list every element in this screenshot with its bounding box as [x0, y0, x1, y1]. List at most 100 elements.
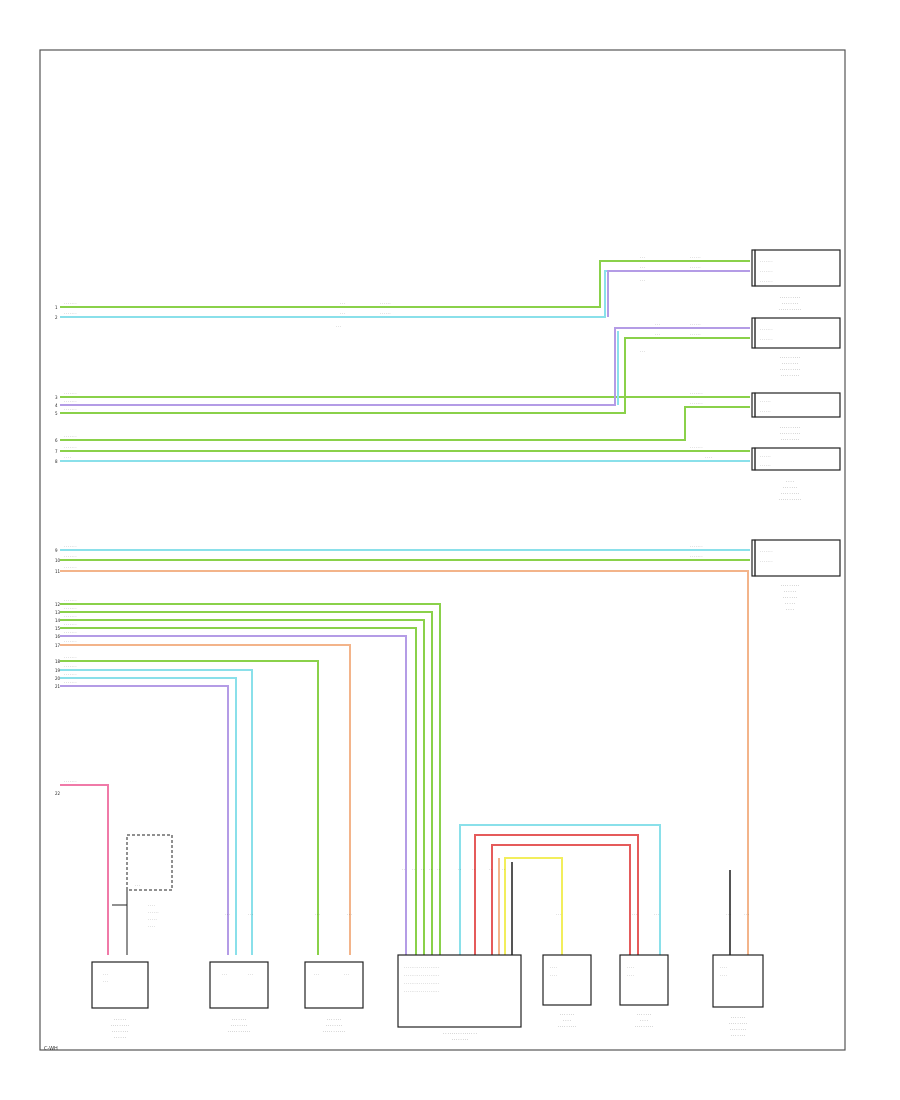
svg-text:. . .: . . .: [726, 912, 731, 916]
svg-text:. . . . . . . . . . . . . . .: . . . . . . . . . . . . . . . . . . .: [404, 965, 439, 969]
svg-text:. . . . . . .: . . . . . . .: [760, 269, 772, 273]
svg-text:. . . . . . . . . . . . . . .: . . . . . . . . . . . . . . . . . . .: [404, 981, 439, 985]
svg-text:2: 2: [55, 315, 58, 320]
svg-text:. . . . . .: . . . . . .: [760, 463, 771, 467]
svg-text:. . . . . . . . .: . . . . . . . . .: [558, 1024, 576, 1028]
svg-text:. . .: . . .: [340, 311, 345, 315]
svg-text:. . . . . . . . . .: . . . . . . . . . .: [780, 431, 800, 435]
svg-text:. . . . . . .: . . . . . . .: [760, 327, 772, 331]
svg-text:. . . . . . . . . .: . . . . . . . . . .: [780, 295, 800, 299]
footer-code: C-WH: [44, 1046, 58, 1052]
svg-text:. . . . . . . . .: . . . . . . . . .: [729, 1021, 747, 1025]
svg-text:13: 13: [55, 610, 61, 615]
svg-text:. . . . . . .: . . . . . . .: [64, 407, 76, 411]
wire-loop-red2: [491, 844, 631, 955]
svg-text:. . . . . . . . .: . . . . . . . . .: [781, 583, 799, 587]
wire-d3: [60, 619, 425, 955]
svg-text:. . . . . . . .: . . . . . . . .: [452, 1037, 468, 1041]
svg-text:. . . . . . . . . .: . . . . . . . . . .: [780, 355, 800, 359]
ground-switch: . . . . . . . . . . . . . . . . . . . . …: [112, 834, 173, 955]
svg-text:3: 3: [55, 395, 58, 400]
svg-text:. . .: . . .: [248, 972, 253, 976]
svg-text:. . . . . . . . .: . . . . . . . . .: [781, 491, 799, 495]
svg-text:. . . . . . .: . . . . . . .: [783, 485, 797, 489]
svg-text:. .: . .: [421, 867, 424, 871]
svg-text:7: 7: [55, 449, 58, 454]
svg-text:. . . . . .: . . . . . .: [380, 301, 391, 305]
svg-text:. . . .: . . . .: [720, 965, 727, 969]
svg-text:. . . . . . .: . . . . . . .: [760, 337, 772, 341]
svg-text:. . . .: . . . .: [640, 1018, 648, 1022]
svg-text:. . .: . . .: [222, 972, 227, 976]
svg-text:19: 19: [55, 668, 61, 673]
svg-text:9: 9: [55, 548, 58, 553]
wire-d1: [60, 603, 441, 955]
svg-text:. . . . . . .: . . . . . . .: [64, 606, 76, 610]
svg-text:. . . . . . .: . . . . . . .: [64, 445, 76, 449]
svg-text:. . . . . . .: . . . . . . .: [690, 445, 702, 449]
svg-text:. . . . . . . .: . . . . . . . .: [782, 301, 798, 305]
svg-text:. . . . .: . . . . .: [785, 601, 795, 605]
svg-text:. . . . . . . . . .: . . . . . . . . . .: [780, 425, 800, 429]
component-rear-sensor-2: . . . .. . . . . . . . . . . . . . . . .…: [619, 954, 669, 1028]
svg-text:. . . . . .: . . . . . .: [690, 322, 701, 326]
wire-d7: [60, 660, 319, 955]
svg-text:18: 18: [55, 659, 61, 664]
wire-a2: [60, 270, 750, 318]
svg-text:. . .: . . .: [640, 278, 645, 282]
svg-text:. . . . . . . . . . .: . . . . . . . . . . .: [779, 497, 802, 501]
wire-d4: [60, 627, 417, 955]
svg-text:. . . . . . .: . . . . . . .: [64, 680, 76, 684]
svg-text:. . .: . . .: [632, 912, 637, 916]
svg-text:. . . . . . .: . . . . . . .: [64, 544, 76, 548]
wire-d5: [60, 635, 407, 955]
svg-text:. . . . . . .: . . . . . . .: [64, 630, 76, 634]
svg-text:. . . . . . .: . . . . . . .: [64, 664, 76, 668]
svg-text:. . . . . . .: . . . . . . .: [64, 311, 76, 315]
svg-text:. . . . . .: . . . . . .: [114, 1017, 126, 1021]
svg-text:. . .: . . .: [135, 883, 140, 887]
svg-text:. . . . . . .: . . . . . . .: [64, 301, 76, 305]
wire-d2: [60, 611, 433, 955]
svg-text:5: 5: [55, 411, 58, 416]
svg-text:. . .: . . .: [315, 912, 320, 916]
svg-text:. . . .: . . . .: [627, 973, 634, 977]
svg-text:. . . .: . . . .: [550, 965, 557, 969]
svg-text:. . . . . . . .: . . . . . . . .: [231, 1023, 247, 1027]
svg-text:. . . . . . .: . . . . . . .: [690, 544, 702, 548]
wire-loop-red1: [474, 834, 639, 955]
sensor-right-rear: . . . . . . . . . . . . . . . . . . . . …: [751, 249, 841, 311]
connector-left-rear: [754, 317, 841, 349]
svg-text:. . . . . . .: . . . . . . .: [64, 622, 76, 626]
svg-text:. . . . . .: . . . . . .: [690, 265, 701, 269]
wire-d8: [60, 669, 253, 955]
svg-text:. . . .: . . . .: [64, 455, 71, 459]
wire-loop-cyan: [459, 824, 661, 955]
sensor-left-side: . . . . . . . . . . . . . . . . . . . . …: [751, 392, 841, 441]
svg-text:. . .: . . .: [640, 265, 645, 269]
svg-text:. . . . . . .: . . . . . . .: [64, 565, 76, 569]
svg-text:. . . . . . . . . . .: . . . . . . . . . . .: [323, 1029, 346, 1033]
component-right-rear: . . . .. . . . . . . . . . . . . . . . .…: [712, 954, 764, 1037]
svg-text:. . .: . . .: [640, 349, 645, 353]
connector-left-seat: [754, 539, 841, 577]
svg-text:. . . .: . . . .: [720, 973, 727, 977]
sensor-left-seat: . . . . . . . . . . . . . . . . . . . . …: [751, 539, 841, 611]
svg-text:. . . . . . . . .: . . . . . . . . .: [635, 1024, 653, 1028]
svg-text:. . . .: . . . .: [705, 455, 712, 459]
svg-text:. . . . . . .: . . . . . . .: [64, 399, 76, 403]
svg-text:16: 16: [55, 634, 61, 639]
svg-text:14: 14: [55, 618, 61, 623]
svg-text:. . . .: . . . .: [786, 607, 794, 611]
wire-d10: [60, 685, 229, 955]
svg-text:. .: . .: [437, 867, 440, 871]
wire-loop-yellow: [504, 857, 563, 955]
svg-text:4: 4: [55, 403, 58, 408]
svg-text:22: 22: [55, 791, 61, 796]
svg-text:. . . . . .: . . . . . .: [114, 1035, 126, 1039]
svg-text:. . .: . . .: [347, 912, 352, 916]
wire-b4: [60, 406, 750, 441]
svg-text:. . . . . . . . .: . . . . . . . . .: [111, 1023, 129, 1027]
component-control-module: . . . . . . . . . . . . . . . . . . . . …: [397, 954, 522, 1041]
svg-text:8: 8: [55, 459, 58, 464]
